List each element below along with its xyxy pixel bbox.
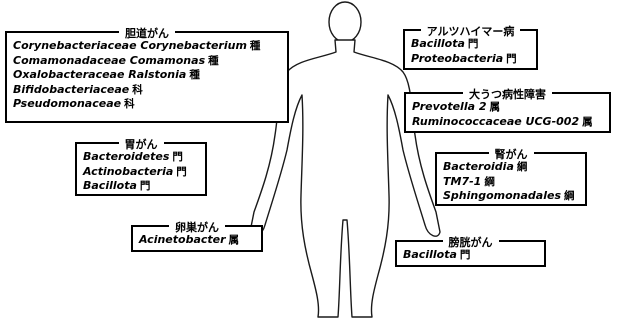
kidney-cancer-title: 腎がん — [437, 145, 585, 163]
ovarian-cancer-title: 卵巣がん — [133, 218, 261, 236]
biliary-cancer-title: 胆道がん — [7, 24, 287, 42]
head-outline — [329, 2, 361, 42]
alzheimers-disease-title: アルツハイマー病 — [405, 22, 536, 40]
major-depressive-disorder-title: 大うつ病性障害 — [406, 85, 609, 103]
bladder-cancer-title: 膀胱がん — [397, 233, 544, 251]
stomach-cancer-title: 胃がん — [77, 135, 205, 153]
